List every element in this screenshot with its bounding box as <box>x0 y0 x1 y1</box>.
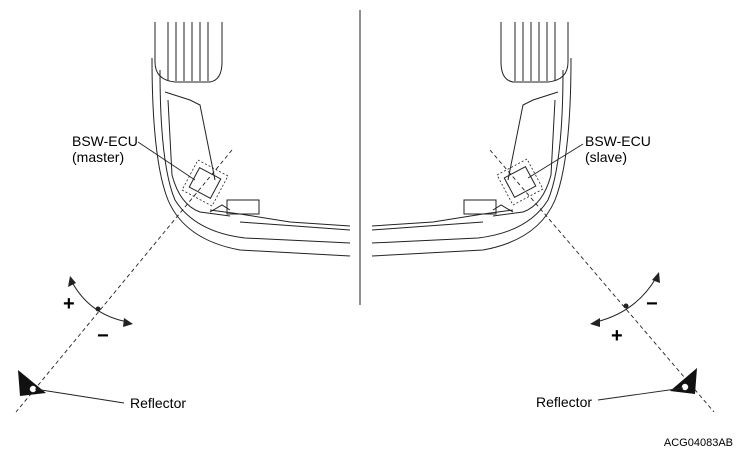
right-adjust-arc <box>595 277 657 323</box>
right-reflector <box>670 368 697 394</box>
left-ecu-label-line1: BSW-ECU <box>72 133 138 149</box>
right-plus-sign: + <box>611 325 623 347</box>
right-ecu-label-line2: (slave) <box>585 149 627 165</box>
right-arc-arrow-up <box>652 272 660 283</box>
left-plus-sign: + <box>63 293 75 315</box>
left-adjust-arc <box>71 281 129 323</box>
figure-code: ACG04083AB <box>664 437 733 449</box>
right-reflector-leader-line <box>597 387 684 401</box>
left-reflector-leader-line <box>34 388 125 404</box>
left-ecu-label-line2: (master) <box>72 149 124 165</box>
right-ecu-leader-line <box>527 143 584 179</box>
left-bsw-ecu <box>181 159 229 207</box>
right-aim-line <box>489 149 715 413</box>
left-aim-line <box>15 149 233 413</box>
left-reflector-label: Reflector <box>130 395 186 411</box>
right-bumper <box>371 22 572 257</box>
right-ecu-label-line1: BSW-ECU <box>585 133 651 149</box>
right-pivot-dot <box>623 303 629 309</box>
right-minus-sign: − <box>646 293 658 315</box>
left-reflector <box>18 370 46 396</box>
left-pivot-dot <box>95 306 101 312</box>
left-bumper <box>151 22 351 257</box>
left-arc-arrow-down <box>123 318 133 327</box>
left-minus-sign: − <box>97 325 109 347</box>
left-ecu-leader-line <box>137 141 196 181</box>
right-arc-arrow-down <box>590 318 600 327</box>
left-arc-arrow-up <box>68 276 76 287</box>
right-reflector-label: Reflector <box>536 394 592 410</box>
